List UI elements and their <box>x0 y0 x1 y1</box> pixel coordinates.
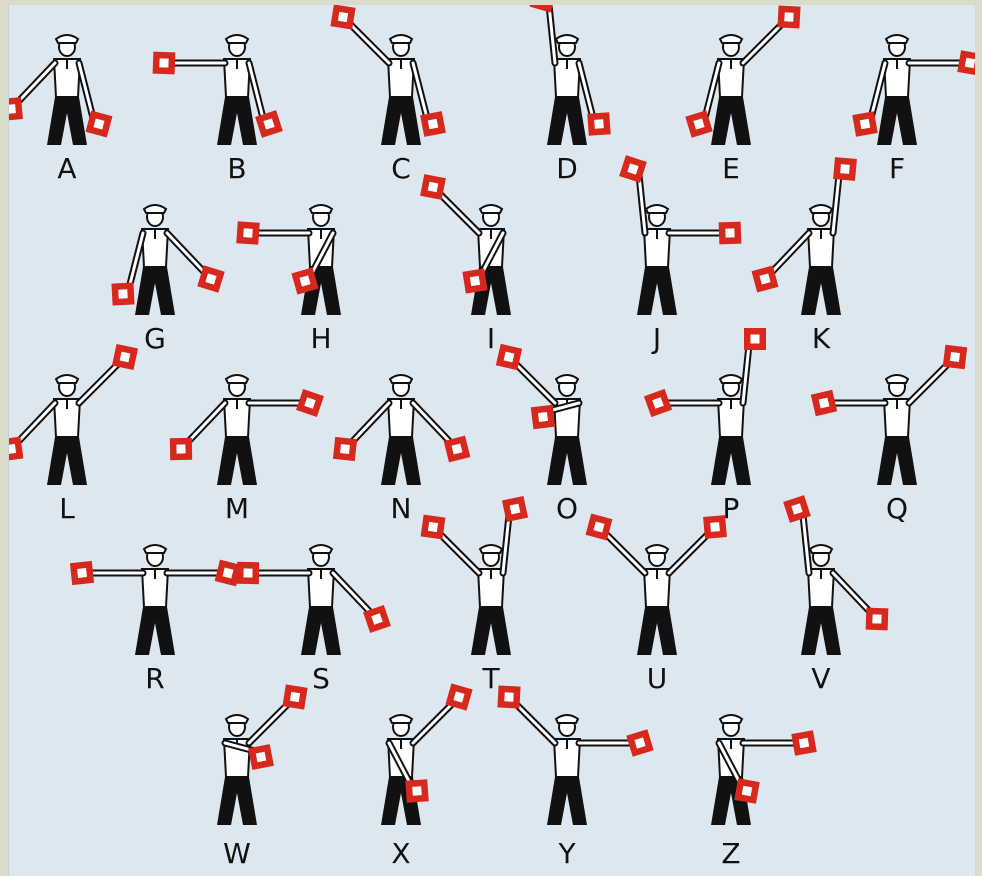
letter-label-F: F <box>889 152 905 185</box>
flag-A-left <box>9 97 23 121</box>
flag-E-right <box>777 5 800 28</box>
letter-label-R: R <box>145 662 164 695</box>
flag-M-left <box>170 438 192 460</box>
semaphore-figure-T: T <box>421 496 528 695</box>
letter-label-I: I <box>487 322 495 355</box>
flag-J-right <box>719 222 742 245</box>
letter-label-J: J <box>651 322 661 355</box>
letter-label-O: O <box>556 492 578 525</box>
letter-label-D: D <box>556 152 578 185</box>
semaphore-figure-M: M <box>170 375 324 525</box>
flag-T-right <box>502 496 528 522</box>
letter-label-L: L <box>59 492 75 525</box>
flag-K-right <box>833 157 857 181</box>
letter-label-S: S <box>312 662 330 695</box>
flag-F-right <box>957 50 975 75</box>
flag-D-right <box>587 112 610 135</box>
letter-label-U: U <box>647 662 668 695</box>
flag-N-left <box>333 437 357 461</box>
letter-label-Q: Q <box>886 492 908 525</box>
semaphore-figure-V: V <box>783 495 888 695</box>
semaphore-figure-J: J <box>619 155 741 355</box>
flag-T-left <box>421 515 446 540</box>
semaphore-figure-P: P <box>644 328 766 525</box>
semaphore-figure-A: A <box>9 35 112 185</box>
semaphore-figure-I: I <box>420 174 511 355</box>
letter-label-T: T <box>481 662 500 695</box>
semaphore-figure-Y: Y <box>497 685 653 870</box>
flag-C-right <box>420 111 446 137</box>
semaphore-figure-Q: Q <box>811 345 967 525</box>
letter-label-C: C <box>391 152 411 185</box>
flag-Y-right <box>626 729 653 756</box>
letter-label-K: K <box>812 322 831 355</box>
letter-label-B: B <box>227 152 246 185</box>
letter-label-Y: Y <box>557 837 576 870</box>
letter-label-Z: Z <box>721 837 740 870</box>
flag-M-right <box>296 389 324 417</box>
semaphore-figure-Z: Z <box>711 715 817 870</box>
flag-P-right <box>744 328 766 350</box>
semaphore-figure-E: E <box>685 5 800 185</box>
flag-S-left <box>237 562 259 584</box>
semaphore-figure-O: O <box>496 344 587 525</box>
semaphore-figure-F: F <box>852 35 975 185</box>
letter-label-H: H <box>310 322 331 355</box>
letter-label-A: A <box>57 152 76 185</box>
flag-I-left <box>420 174 446 200</box>
flag-Y-left <box>497 685 520 708</box>
letter-label-G: G <box>144 322 166 355</box>
flag-C-left <box>330 5 355 30</box>
semaphore-figure-X: X <box>381 683 473 870</box>
flag-I-right <box>462 268 487 293</box>
semaphore-figure-G: G <box>111 205 224 355</box>
letter-label-M: M <box>225 492 249 525</box>
flag-Z-left <box>734 778 759 803</box>
semaphore-figure-L: L <box>9 344 138 525</box>
letter-label-X: X <box>391 837 410 870</box>
semaphore-figures-canvas: A B C D E F G H I J K L M N O P Q R S T U V W X Y Z <box>9 5 975 876</box>
flag-Q-right <box>943 345 968 370</box>
flag-Z-right <box>791 730 816 755</box>
flag-P-left <box>644 389 672 417</box>
semaphore-figure-C: C <box>330 5 445 185</box>
semaphore-figure-R: R <box>70 545 241 695</box>
flag-B-left <box>153 52 176 75</box>
semaphore-figure-B: B <box>153 35 283 185</box>
flag-H-left <box>236 221 259 244</box>
flag-O-right <box>531 405 556 430</box>
semaphore-figure-S: S <box>237 545 391 695</box>
semaphore-figure-K: K <box>752 157 857 355</box>
semaphore-figure-U: U <box>586 514 727 695</box>
semaphore-figure-H: H <box>236 205 341 355</box>
flag-Q-left <box>811 390 837 416</box>
letter-label-V: V <box>811 662 830 695</box>
semaphore-figure-N: N <box>333 375 470 525</box>
flag-W-left <box>248 744 274 770</box>
flag-X-left <box>405 779 428 802</box>
letter-label-N: N <box>391 492 412 525</box>
flag-W-right <box>282 684 307 709</box>
flag-G-left <box>111 282 134 305</box>
letter-label-W: W <box>223 837 251 870</box>
flag-F-left <box>852 111 877 136</box>
flag-V-right <box>866 608 889 631</box>
semaphore-alphabet-chart: A B C D E F G H I J K L M N O P Q R S T U V W X Y Z <box>8 5 975 876</box>
flag-U-right <box>703 515 727 539</box>
semaphore-figure-W: W <box>217 684 308 870</box>
semaphore-figure-D: D <box>529 5 610 185</box>
flag-R-left <box>70 561 94 585</box>
flag-L-right <box>112 344 138 370</box>
letter-label-E: E <box>722 152 740 185</box>
